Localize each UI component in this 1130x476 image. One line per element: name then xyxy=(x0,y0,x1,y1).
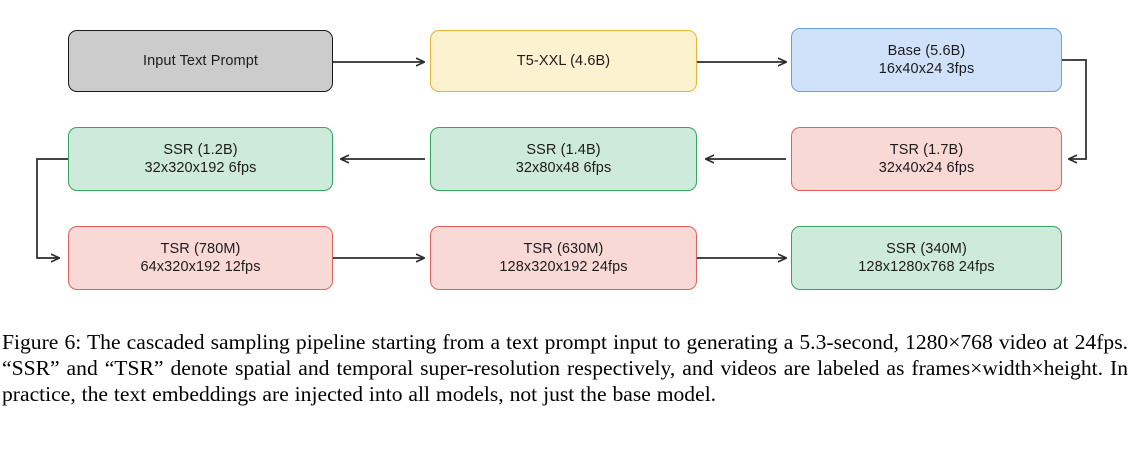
node-label-line1: Input Text Prompt xyxy=(142,53,259,69)
node-base[interactable]: Base (5.6B) 16x40x24 3fps xyxy=(791,28,1062,92)
node-label-line1: TSR (780M) xyxy=(160,241,241,257)
node-label-line1: T5-XXL (4.6B) xyxy=(516,53,611,69)
edge-base-to-tsr17 xyxy=(1062,59,1087,159)
node-label-line1: Base (5.6B) xyxy=(887,43,966,59)
figure-caption: Figure 6: The cascaded sampling pipeline… xyxy=(2,330,1128,407)
edge-ssr12-to-tsr780 xyxy=(36,158,68,258)
node-label-line1: SSR (1.4B) xyxy=(526,142,601,158)
node-ssr-1-2b[interactable]: SSR (1.2B) 32x320x192 6fps xyxy=(68,127,333,191)
node-label-line1: TSR (1.7B) xyxy=(889,142,964,158)
figure-caption-body: The cascaded sampling pipeline starting … xyxy=(2,330,1128,406)
figure-caption-label: Figure 6: xyxy=(2,330,82,354)
node-tsr-780m[interactable]: TSR (780M) 64x320x192 12fps xyxy=(68,226,333,290)
figure-pipeline-diagram: Input Text Prompt T5-XXL (4.6B) Base (5.… xyxy=(36,28,1087,290)
node-ssr-340m[interactable]: SSR (340M) 128x1280x768 24fps xyxy=(791,226,1062,290)
node-tsr-630m[interactable]: TSR (630M) 128x320x192 24fps xyxy=(430,226,697,290)
node-label-line2: 32x320x192 6fps xyxy=(144,160,257,176)
node-label-line2: 128x1280x768 24fps xyxy=(858,259,995,275)
node-t5-xxl[interactable]: T5-XXL (4.6B) xyxy=(430,30,697,92)
node-input-text-prompt[interactable]: Input Text Prompt xyxy=(68,30,333,92)
node-label-line1: SSR (340M) xyxy=(886,241,967,257)
node-label-line1: SSR (1.2B) xyxy=(163,142,238,158)
node-tsr-1-7b[interactable]: TSR (1.7B) 32x40x24 6fps xyxy=(791,127,1062,191)
node-label-line2: 16x40x24 3fps xyxy=(878,61,975,77)
node-label-line2: 128x320x192 24fps xyxy=(499,259,628,275)
node-label-line1: TSR (630M) xyxy=(523,241,604,257)
node-ssr-1-4b[interactable]: SSR (1.4B) 32x80x48 6fps xyxy=(430,127,697,191)
node-label-line2: 32x80x48 6fps xyxy=(515,160,612,176)
node-label-line2: 64x320x192 12fps xyxy=(140,259,261,275)
node-label-line2: 32x40x24 6fps xyxy=(878,160,975,176)
